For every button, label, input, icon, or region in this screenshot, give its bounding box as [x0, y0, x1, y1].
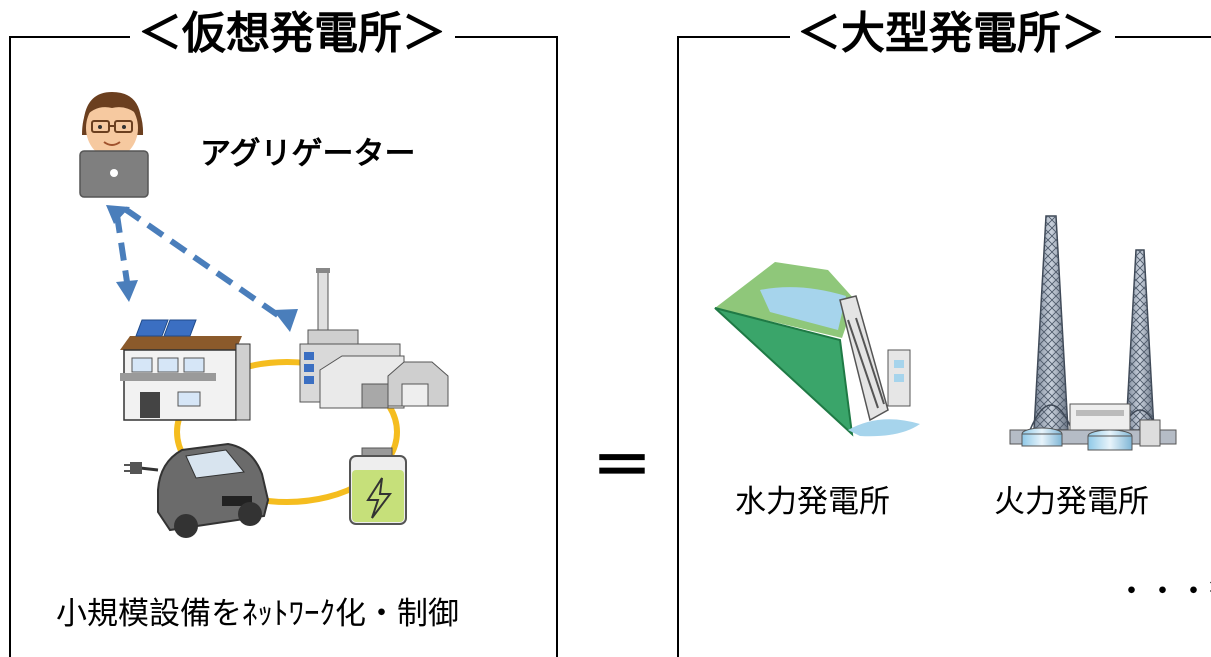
network-ring [174, 359, 400, 505]
battery-icon [349, 447, 407, 525]
virtual-plant-frame [9, 36, 558, 657]
house-with-solar-icon [120, 319, 251, 421]
large-plant-frame [677, 36, 1211, 657]
network-caption: 小規模設備をﾈｯﾄﾜｰｸ化・制御 [56, 596, 459, 632]
aggregator-label: アグリゲーター [200, 136, 416, 172]
etc-label: ・・・等 [1116, 574, 1211, 610]
equals-sign: ＝ [592, 432, 652, 502]
thermal-plant-icon [1009, 215, 1177, 451]
factory-icon [299, 268, 449, 409]
large-plant-title: ＜大型発電所＞ [797, 8, 1105, 59]
person-with-laptop-icon [79, 92, 149, 198]
thermal-plant-label: 火力発電所 [994, 484, 1149, 520]
hydro-plant-label: 水力発電所 [735, 484, 890, 520]
hydro-dam-icon [714, 262, 920, 437]
electric-car-icon [124, 442, 270, 538]
virtual-plant-title: ＜仮想発電所＞ [138, 8, 446, 59]
control-arrows [106, 205, 298, 332]
